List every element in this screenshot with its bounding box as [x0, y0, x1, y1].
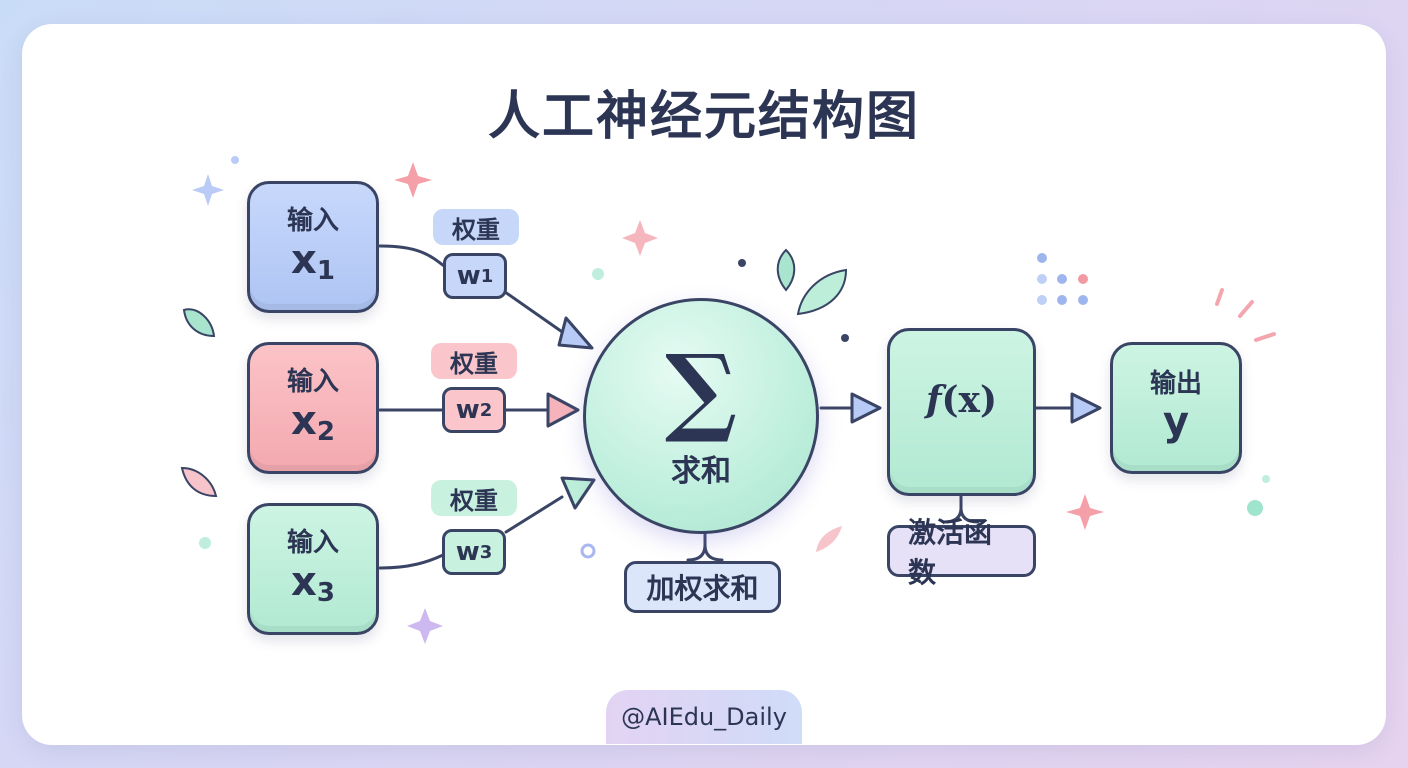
input-variable: x2 [291, 397, 335, 447]
input-variable: x1 [291, 236, 335, 286]
weight-tag-3: 权重 [431, 480, 517, 516]
sparkle-icon [622, 220, 658, 256]
input-variable: x3 [291, 558, 335, 608]
connector-w3-sum [504, 495, 564, 534]
weight-tag-2: 权重 [431, 343, 517, 379]
input-label: 输入 [286, 528, 339, 559]
arrow-head-2 [546, 392, 580, 428]
decorations [180, 156, 1276, 644]
leaf-icon [180, 466, 218, 498]
burst-lines-icon [1215, 288, 1276, 342]
weight-tag-1: 权重 [433, 209, 519, 245]
arrow-head-1 [557, 316, 594, 350]
arrow-head-5 [1070, 392, 1102, 424]
dot-icon [231, 156, 239, 164]
ring-icon [580, 543, 596, 559]
sparkle-icon [1066, 494, 1104, 530]
input-box-x2: 输入 x2 [247, 342, 379, 474]
activation-function: f(x) [925, 379, 998, 421]
dot-icon [841, 334, 849, 342]
dot-grid-icon [1037, 253, 1088, 305]
input-label: 输入 [286, 206, 339, 237]
summation-label: 求和 [671, 454, 731, 489]
output-variable: y [1162, 399, 1190, 446]
sigma-icon: ∑ [664, 333, 738, 446]
author-handle: @AIEdu_Daily [606, 690, 802, 744]
input-box-x1: 输入 x1 [247, 181, 379, 313]
leaf-icon [182, 308, 216, 338]
dot-icon [738, 259, 746, 267]
sparkle-icon [407, 608, 443, 644]
leaf-icon [796, 268, 848, 316]
dot-icon [592, 268, 604, 280]
input-label: 输入 [286, 367, 339, 398]
sparkle-icon [394, 162, 432, 198]
connector-x1-w1 [378, 244, 446, 268]
activation-caption: 激活函数 [887, 516, 1036, 589]
input-box-x3: 输入 x3 [247, 503, 379, 635]
connector-activation-caption [942, 494, 980, 524]
output-label: 输出 [1149, 368, 1202, 399]
dot-icon [199, 537, 211, 549]
sparkle-icon [192, 174, 224, 206]
summation-caption: 加权求和 [624, 561, 781, 613]
dot-icon [1247, 500, 1263, 516]
arrow-head-3 [560, 476, 596, 510]
summation-node: ∑ 求和 [583, 298, 819, 534]
page-title: 人工神经元结构图 [487, 87, 920, 147]
connector-x3-w3 [378, 553, 445, 570]
activation-box: f(x) [887, 328, 1036, 496]
leaf-icon [776, 248, 796, 292]
connector-w1-sum [503, 290, 570, 338]
dot-icon [1262, 475, 1270, 483]
leaf-icon [816, 526, 842, 552]
output-box: 输出 y [1110, 342, 1242, 474]
arrow-head-4 [850, 392, 882, 424]
connector-sum-caption [686, 532, 724, 562]
